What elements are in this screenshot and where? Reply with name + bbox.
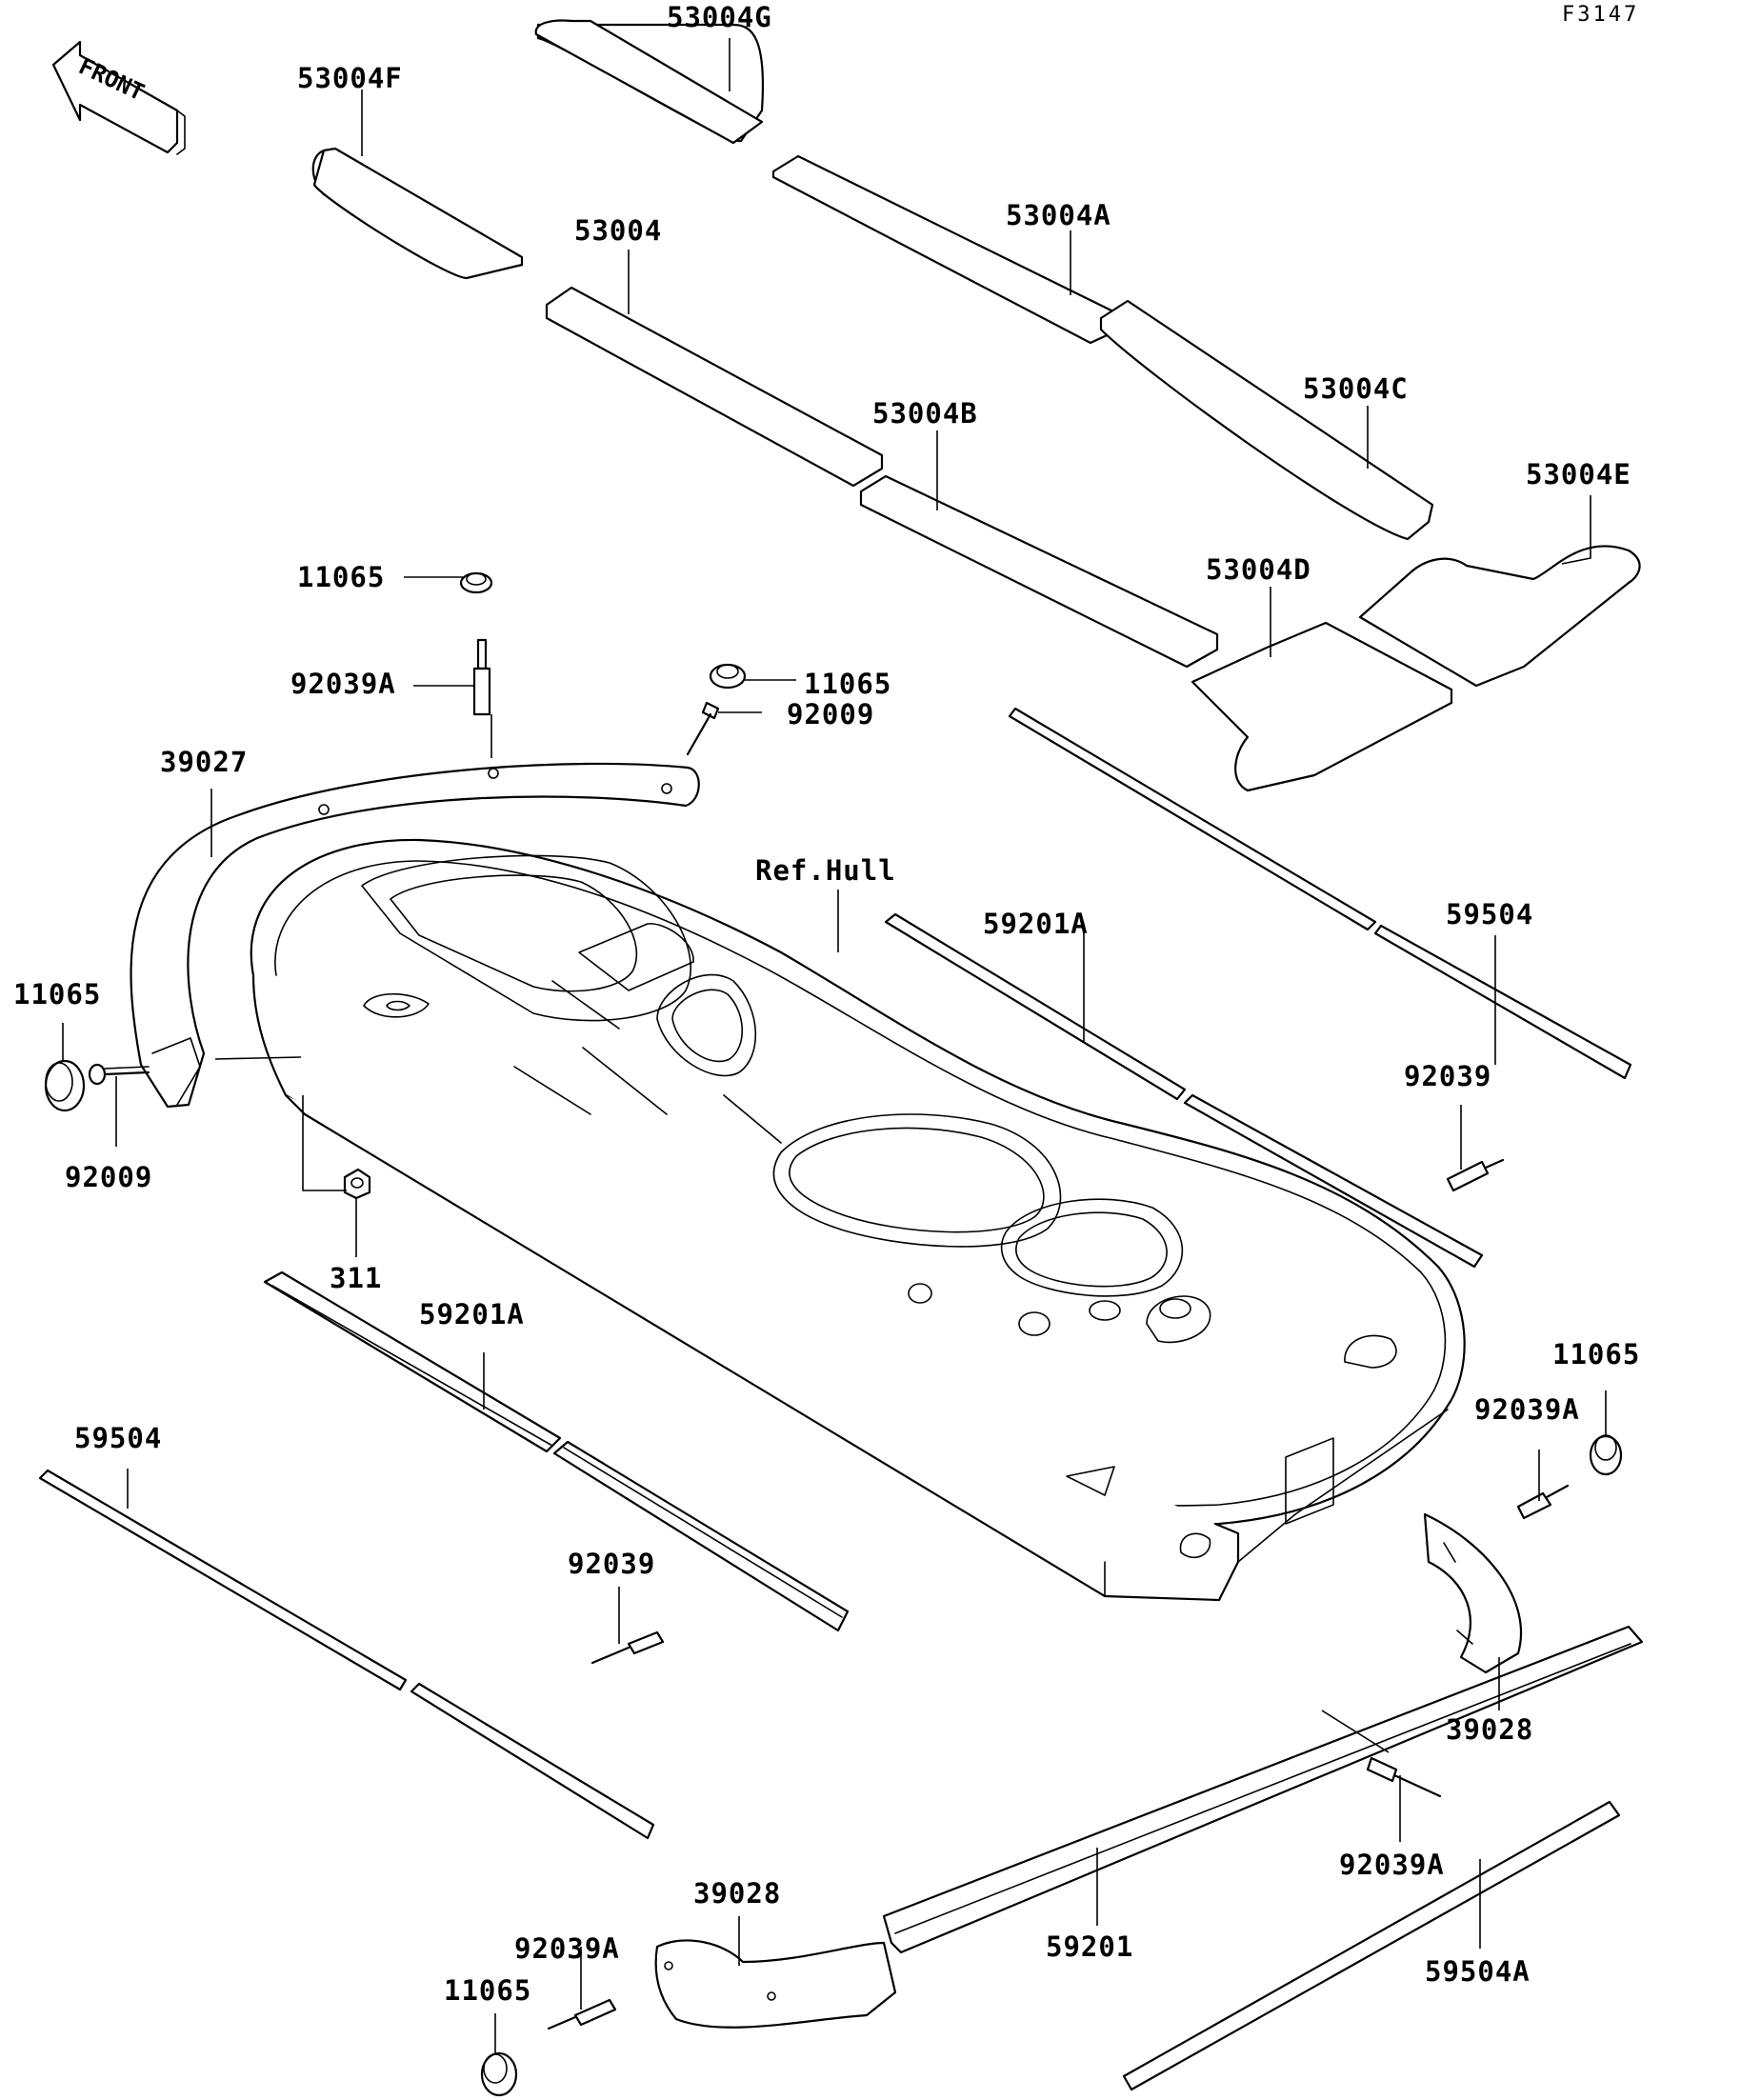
callout-11065-right-top: 11065 bbox=[804, 668, 891, 700]
screw-92009-top bbox=[686, 701, 720, 756]
rivet-92039a-top bbox=[472, 638, 491, 716]
callout-ref-hull: Ref.Hull bbox=[755, 854, 896, 887]
callout-53004f: 53004F bbox=[297, 62, 403, 94]
rivet-92039-left bbox=[590, 1630, 665, 1665]
rivet-92039a-bottom bbox=[547, 1998, 617, 2030]
rail-59504a bbox=[1122, 1800, 1621, 2091]
leader-lines bbox=[62, 38, 1607, 2053]
callout-92039-right: 92039 bbox=[1404, 1060, 1491, 1092]
rivet-92039-right bbox=[1446, 1158, 1505, 1192]
callout-92039a-bottom: 92039A bbox=[514, 1932, 620, 1965]
cap-11065-left bbox=[44, 1059, 86, 1112]
callout-39028-right: 39028 bbox=[1446, 1713, 1533, 1746]
rivet-92039a-right-mid bbox=[1516, 1484, 1570, 1520]
deck-mat-53004f bbox=[311, 147, 524, 280]
rail-59201a-right bbox=[884, 912, 1484, 1269]
rivet-92039a-right-low bbox=[1366, 1756, 1442, 1798]
callout-92039-left: 92039 bbox=[568, 1548, 655, 1580]
deck-mat-53004 bbox=[545, 286, 884, 488]
callout-53004: 53004 bbox=[574, 214, 662, 247]
callout-53004d: 53004D bbox=[1206, 553, 1311, 586]
deck-mat-53004e bbox=[1358, 545, 1641, 688]
deck-mat-53004g bbox=[534, 19, 764, 145]
callout-59504-right: 59504 bbox=[1446, 898, 1533, 930]
callout-59504a: 59504A bbox=[1425, 1955, 1531, 1988]
cap-11065-top bbox=[459, 571, 493, 594]
front-arrow-icon: FRONT bbox=[51, 40, 186, 155]
callout-92039a-top: 92039A bbox=[290, 668, 396, 700]
callout-92039a-right-low: 92039A bbox=[1339, 1849, 1445, 1881]
bumper-39027 bbox=[130, 762, 700, 1109]
cap-11065-right-mid bbox=[1589, 1434, 1623, 1476]
callout-11065-right-mid: 11065 bbox=[1552, 1338, 1640, 1370]
callout-59201: 59201 bbox=[1046, 1930, 1133, 1963]
hull bbox=[250, 838, 1466, 1602]
deck-mat-53004a bbox=[771, 154, 1121, 345]
callout-53004a: 53004A bbox=[1006, 199, 1111, 231]
callout-labels: 53004G 53004F 53004A 53004 53004C 53004B… bbox=[13, 1, 1640, 2007]
callout-311: 311 bbox=[330, 1262, 382, 1294]
callout-59201a-left: 59201A bbox=[419, 1298, 525, 1330]
callout-39028-left: 39028 bbox=[693, 1877, 781, 1910]
callout-53004b: 53004B bbox=[872, 397, 978, 430]
callout-59504-left: 59504 bbox=[74, 1422, 162, 1454]
rail-59504-right bbox=[1008, 707, 1632, 1080]
deck-mat-53004c bbox=[1099, 299, 1434, 541]
bumper-39028-left bbox=[654, 1939, 897, 2029]
callout-39027: 39027 bbox=[160, 746, 248, 778]
rail-59504-left bbox=[38, 1469, 655, 1840]
callout-92009-top: 92009 bbox=[787, 698, 874, 730]
screw-92009-left bbox=[88, 1063, 150, 1086]
deck-mat-53004b bbox=[859, 474, 1219, 669]
cap-11065-bottom bbox=[480, 2051, 518, 2097]
callout-53004e: 53004E bbox=[1526, 458, 1631, 490]
nut-311 bbox=[343, 1168, 371, 1200]
rail-59201 bbox=[882, 1625, 1644, 1954]
deck-mat-53004d bbox=[1191, 621, 1453, 792]
callout-53004g: 53004G bbox=[667, 1, 772, 33]
rail-59201a-left bbox=[263, 1270, 850, 1632]
callout-59201a-right: 59201A bbox=[983, 908, 1089, 940]
callout-92039a-right-mid: 92039A bbox=[1474, 1393, 1580, 1426]
callout-92009-left: 92009 bbox=[65, 1161, 152, 1193]
cap-11065-right-top bbox=[709, 663, 747, 690]
callout-11065-left: 11065 bbox=[13, 978, 101, 1010]
bumper-39028-right bbox=[1423, 1512, 1523, 1674]
callout-53004c: 53004C bbox=[1303, 372, 1409, 405]
callout-11065-bottom: 11065 bbox=[444, 1974, 531, 2007]
figure-code: F3147 bbox=[1562, 3, 1639, 27]
callout-11065-top: 11065 bbox=[297, 561, 385, 593]
